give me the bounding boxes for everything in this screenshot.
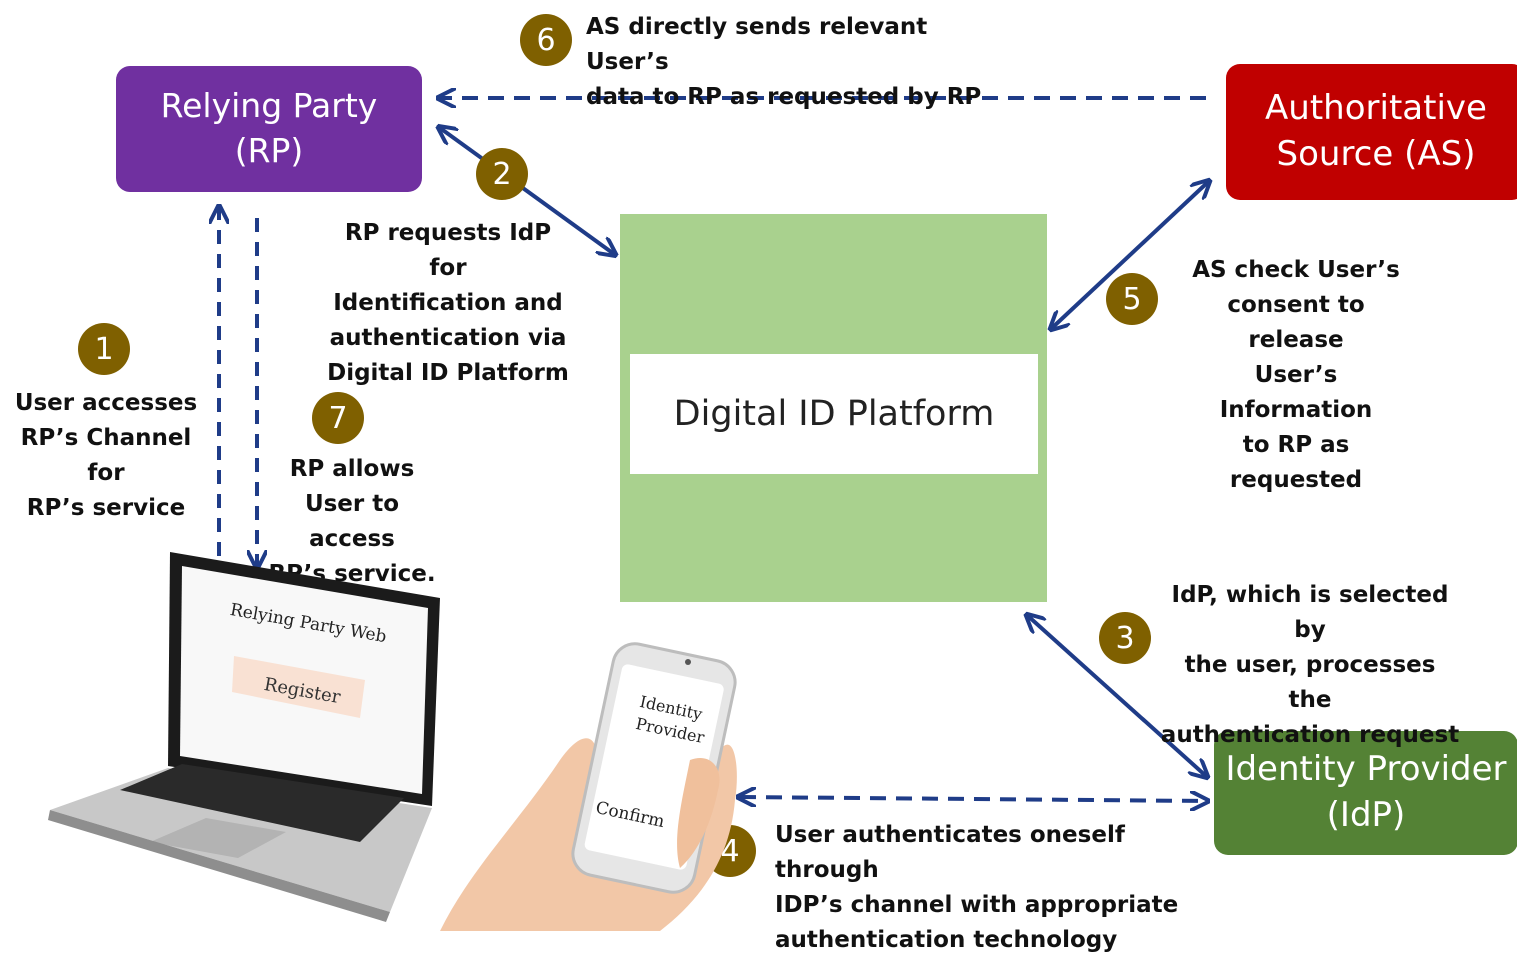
- step-2-note: RP requests IdP for Identification and a…: [326, 216, 570, 391]
- step-3-line: the user, processes the: [1184, 652, 1436, 713]
- relying-party-abbr: (RP): [234, 131, 304, 170]
- digital-id-platform-box: Digital ID Platform: [620, 214, 1047, 602]
- step-4-line: User authenticates oneself through: [775, 822, 1125, 883]
- arrows-layer: [0, 0, 1517, 931]
- step-4-note: User authenticates oneself through IDP’s…: [775, 818, 1195, 958]
- step-7-line: RP’s service.: [268, 561, 436, 587]
- step-7-line: User to access: [304, 491, 400, 552]
- step-2-line: RP requests IdP for: [344, 220, 552, 281]
- step-1-line: User accesses: [14, 390, 198, 416]
- step-5-badge: 5: [1106, 273, 1158, 325]
- step-1-badge: 1: [78, 323, 130, 375]
- step-4-line: IDP’s channel with appropriate: [775, 892, 1179, 918]
- step-5-line: User’s Information: [1219, 362, 1373, 423]
- identity-provider-box: Identity Provider (IdP): [1214, 731, 1517, 855]
- step-1-line: RP’s Channel for: [20, 425, 192, 486]
- step-5-note: AS check User’s consent to release User’…: [1176, 253, 1416, 498]
- step-3-line: authentication request: [1160, 722, 1460, 748]
- step-7-note: RP allows User to access RP’s service.: [262, 452, 442, 592]
- step-5-line: to RP as requested: [1229, 432, 1363, 493]
- step-3-badge: 3: [1099, 612, 1151, 664]
- step-1-line: RP’s service: [26, 495, 186, 521]
- digital-id-platform-label: Digital ID Platform: [630, 354, 1038, 474]
- step-2-line: authentication via: [329, 325, 567, 351]
- step-6-badge: 6: [520, 14, 572, 66]
- step-5-line: AS check User’s: [1192, 257, 1400, 283]
- authoritative-source-label: Authoritative: [1265, 88, 1487, 129]
- step-2-badge: 2: [476, 148, 528, 200]
- arrow-as-platform: [1052, 182, 1208, 328]
- step-4-line: authentication technology: [775, 927, 1118, 953]
- step-2-line: Digital ID Platform: [327, 360, 569, 386]
- step-7-line: RP allows: [289, 456, 415, 482]
- authoritative-source-abbr: Source (AS): [1276, 134, 1476, 174]
- authoritative-source-box: Authoritative Source (AS): [1226, 64, 1517, 200]
- step-3-note: IdP, which is selected by the user, proc…: [1160, 578, 1460, 753]
- relying-party-label: Relying Party: [160, 86, 378, 126]
- step-4-badge: 4: [704, 825, 756, 877]
- step-6-line: data to RP as requested by RP: [586, 84, 982, 110]
- step-1-note: User accesses RP’s Channel for RP’s serv…: [6, 386, 206, 526]
- arrow-rp-platform: [440, 128, 614, 254]
- relying-party-box: Relying Party (RP): [116, 66, 422, 192]
- arrow-platform-idp: [1028, 616, 1206, 776]
- step-2-line: Identification and: [333, 290, 563, 316]
- step-5-line: consent to release: [1227, 292, 1365, 353]
- step-6-note: AS directly sends relevant User’s data t…: [586, 10, 1006, 115]
- step-3-line: IdP, which is selected by: [1171, 582, 1449, 643]
- step-7-badge: 7: [312, 392, 364, 444]
- identity-provider-abbr: (IdP): [1326, 795, 1406, 835]
- identity-provider-label: Identity Provider: [1225, 749, 1507, 790]
- step-6-line: AS directly sends relevant User’s: [586, 14, 928, 75]
- arrow-phone-idp: [740, 797, 1206, 801]
